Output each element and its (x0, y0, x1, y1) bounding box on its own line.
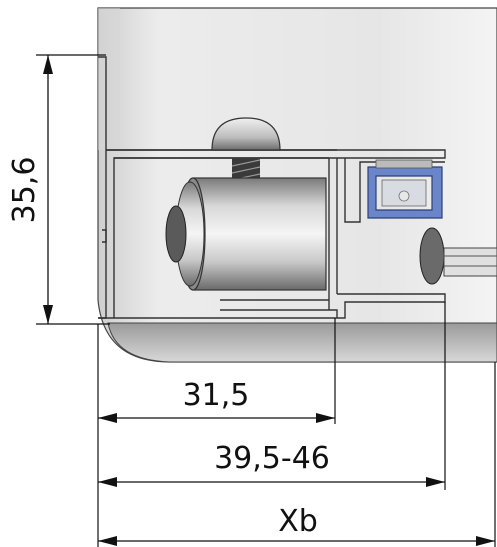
screw-head (211, 117, 281, 151)
profile-top-rail (106, 149, 446, 318)
cylinder-knob (165, 205, 187, 263)
arrow-left-39 (98, 477, 117, 487)
dimension-height-label: 35,6 (7, 157, 42, 224)
arrow-right-31 (316, 413, 335, 423)
gasket-rivet (398, 190, 410, 202)
cylinder-body (192, 177, 327, 291)
dimension-xb-label: Xb (278, 504, 318, 539)
housing-bottom-edge (107, 322, 497, 363)
dimension-39-5-46 (98, 477, 445, 487)
extension-lines (97, 302, 496, 547)
arrow-down (43, 305, 53, 324)
arrow-right-39 (426, 477, 445, 487)
profile-section (98, 56, 446, 319)
dimension-39-5-46-label: 39,5-46 (214, 441, 330, 476)
dimension-31-5-label: 31,5 (183, 378, 250, 413)
gasket-thread (375, 159, 433, 169)
dimension-xb (98, 536, 495, 546)
right-screw-head (419, 227, 445, 285)
arrow-left-xb (98, 536, 117, 546)
dimension-31-5 (98, 413, 335, 423)
profile-bottom-rail (98, 293, 446, 319)
right-rail (443, 247, 497, 277)
profile-notch (102, 229, 107, 243)
right-hardware (419, 227, 497, 285)
gasket (367, 159, 443, 219)
arrow-right-xb (476, 536, 495, 546)
housing-inner-shadow (98, 8, 120, 150)
cylinder-lock (165, 177, 327, 291)
arrow-left-31 (98, 413, 117, 423)
arrow-up (43, 55, 53, 74)
